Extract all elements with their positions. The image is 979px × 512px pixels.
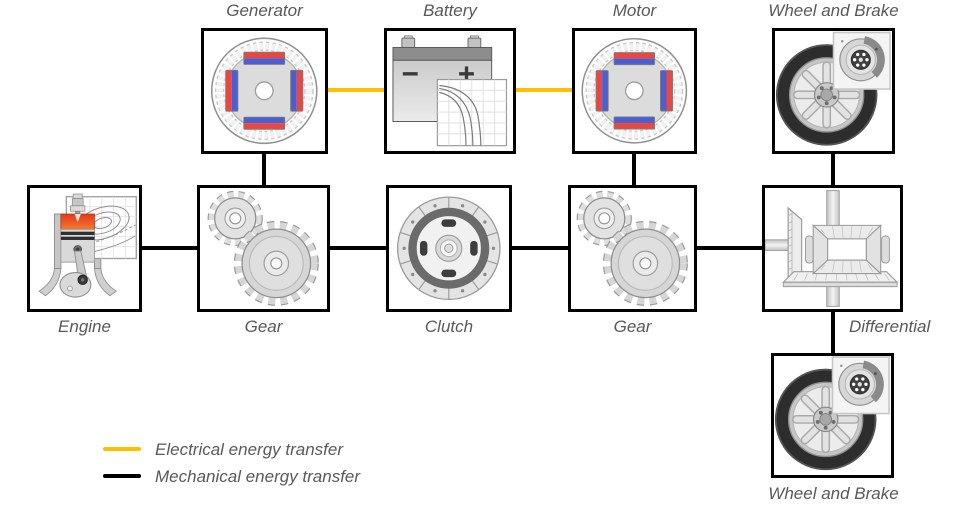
legend-electrical-swatch (103, 447, 141, 451)
label-gear-left: Gear (244, 317, 283, 336)
node-gear-left (197, 185, 330, 312)
label-engine: Engine (58, 317, 111, 336)
label-clutch: Clutch (424, 317, 474, 336)
engine-icon (30, 188, 139, 309)
gear-icon (202, 190, 325, 307)
wheel-brake-icon (775, 31, 892, 151)
label-wheel-brake-bottom: Wheel and Brake (768, 484, 899, 503)
label-gear-right: Gear (613, 317, 652, 336)
generator-icon (208, 35, 321, 147)
label-wheel-brake-top: Wheel and Brake (768, 1, 899, 20)
connector-differential-wheel (831, 310, 835, 355)
label-motor: Motor (612, 1, 657, 20)
legend-mechanical-label: Mechanical energy transfer (155, 467, 361, 486)
node-gear-right (568, 185, 697, 312)
node-battery (384, 28, 516, 154)
differential-icon (765, 188, 900, 309)
battery-icon (391, 35, 509, 148)
node-wheel-brake-bottom (771, 353, 894, 478)
node-differential (762, 185, 903, 312)
legend-electrical-label: Electrical energy transfer (155, 440, 344, 459)
connector-clutch-gear (511, 246, 569, 250)
connector-generator-gear (262, 152, 266, 187)
motor-icon (579, 35, 690, 147)
node-motor (572, 28, 697, 154)
label-battery: Battery (423, 1, 477, 20)
label-generator: Generator (226, 1, 303, 20)
label-differential: Differential (849, 317, 931, 336)
connector-battery-motor (515, 88, 573, 92)
legend-mechanical-swatch (103, 474, 141, 478)
connector-gear-differential (696, 246, 763, 250)
node-wheel-brake-top (772, 28, 895, 154)
connector-wheel-differential (831, 152, 835, 187)
node-engine (27, 185, 142, 312)
connector-generator-battery (328, 88, 385, 92)
connector-motor-gear (632, 152, 636, 187)
node-generator (201, 28, 328, 154)
node-clutch (386, 185, 512, 312)
connector-gear-clutch (329, 246, 387, 250)
clutch-icon (393, 192, 505, 305)
wheel-brake-icon (774, 356, 891, 475)
gear-icon (573, 190, 692, 307)
connector-engine-gear (141, 246, 198, 250)
